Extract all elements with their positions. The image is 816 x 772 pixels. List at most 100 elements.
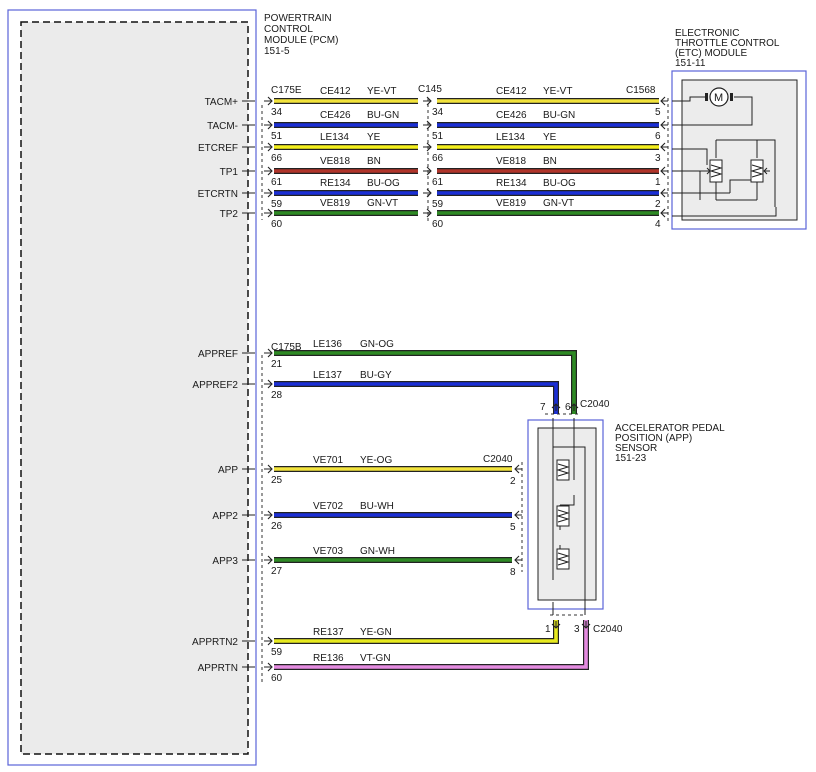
circuit-number-label: LE136 <box>313 339 342 350</box>
circuit-number-label: VE819 <box>320 198 350 209</box>
wire-color-label: GN-WH <box>360 546 395 557</box>
app-title-line-2: POSITION (APP) <box>615 433 692 444</box>
inline-connector-arrow <box>423 208 432 218</box>
etc-connector-arrow <box>660 142 668 152</box>
circuit-number-label: LE134 <box>320 132 349 143</box>
etc-pin-number: 2 <box>655 199 661 210</box>
etc-pin-number: 6 <box>655 131 661 142</box>
etc-module: ELECTRONIC THROTTLE CONTROL (ETC) MODULE… <box>667 28 807 230</box>
pcm-pin-number: 28 <box>271 390 283 401</box>
etc-connector-arrow <box>660 188 668 198</box>
app-pin-number: 5 <box>510 522 516 533</box>
pcm-title-line-4: 151-5 <box>264 46 290 57</box>
app-left-connector-label: C2040 <box>483 454 513 465</box>
wire-color-label: YE-VT <box>367 86 396 97</box>
pcm-pin-number: 59 <box>271 199 283 210</box>
app-connector-arrow <box>514 555 522 565</box>
pcm-title-line-2: CONTROL <box>264 24 313 35</box>
circuit-number-label: VE701 <box>313 455 343 466</box>
pcm-pin-number: 60 <box>271 673 283 684</box>
app-title-line-4: 151-23 <box>615 453 647 464</box>
circuit-number-label: LE134 <box>496 132 525 143</box>
pcm-pin-signal-label: TP2 <box>220 209 239 220</box>
pcm-connector-arrow <box>264 188 273 198</box>
circuit-number-label: RE134 <box>320 178 351 189</box>
app-connector-arrow <box>581 621 591 629</box>
pcm-top-connector-label: C175E <box>271 85 302 96</box>
inline-pin-number: 51 <box>432 131 444 142</box>
etc-connector-arrow <box>660 120 668 130</box>
pcm-pin-number: 61 <box>271 177 283 188</box>
circuit-number-label: CE426 <box>496 110 527 121</box>
wire-color-label: YE-GN <box>360 627 392 638</box>
wire-color-label: VT-GN <box>360 653 391 664</box>
inline-pin-number: 60 <box>432 219 444 230</box>
app-pin-number: 7 <box>540 402 546 413</box>
etc-pin-number: 5 <box>655 107 661 118</box>
circuit-number-label: VE818 <box>320 156 350 167</box>
circuit-number-label: VE703 <box>313 546 343 557</box>
inline-pin-number: 59 <box>432 199 444 210</box>
pcm-pin-number: 66 <box>271 153 283 164</box>
wire-color-label: BU-OG <box>543 178 576 189</box>
app-connector-arrow <box>569 403 579 411</box>
inline-pin-number: 66 <box>432 153 444 164</box>
pcm-pin-signal-label: APP3 <box>212 556 238 567</box>
etc-pin-number: 4 <box>655 219 661 230</box>
etc-connector-arrow <box>660 96 668 106</box>
inline-connector-arrow <box>423 166 432 176</box>
app-top-connector-label: C2040 <box>580 399 610 410</box>
inline-pin-number: 34 <box>432 107 444 118</box>
pcm-connector-arrow <box>264 166 273 176</box>
circuit-number-label: CE412 <box>496 86 527 97</box>
circuit-number-label: VE702 <box>313 501 343 512</box>
etc-title-line-4: 151-11 <box>675 58 706 69</box>
circuit-number-label: VE818 <box>496 156 526 167</box>
wire-color-label: GN-OG <box>360 339 394 350</box>
pcm-connector-arrow <box>264 636 273 646</box>
pcm-connector-arrow <box>264 379 273 389</box>
pcm-connector-arrow <box>264 208 273 218</box>
inline-connector-arrow <box>423 96 432 106</box>
wire-color-label: BU-OG <box>367 178 400 189</box>
inline-connector-c145: C145 <box>418 84 442 222</box>
app-pin-number: 2 <box>510 476 516 487</box>
wire-color-label: BU-GY <box>360 370 392 381</box>
app-pin-number: 1 <box>545 624 551 635</box>
circuit-number-label: VE819 <box>496 198 526 209</box>
wire-color-label: BN <box>543 156 557 167</box>
circuit-number-label: CE426 <box>320 110 351 121</box>
pcm-pin-signal-label: APP <box>218 465 238 476</box>
wire-segment-pcm-to-app <box>274 350 577 414</box>
wire-color-label: BU-GN <box>543 110 575 121</box>
app-pin-number: 3 <box>574 624 580 635</box>
pcm-connector-arrow <box>264 555 273 565</box>
app-bottom-connector-label: C2040 <box>593 624 623 635</box>
throttle-position-sensor-2-icon <box>750 159 770 183</box>
pcm-pin-number: 25 <box>271 475 283 486</box>
throttle-position-sensor-icon <box>704 159 723 183</box>
inline-connector-arrow <box>423 188 432 198</box>
motor-icon: M <box>705 87 733 107</box>
wire-segment-pcm-to-app <box>274 620 589 670</box>
pcm-connector-arrow <box>264 142 273 152</box>
wire-color-label: YE <box>367 132 381 143</box>
etc-connector-arrow <box>660 166 668 176</box>
pcm-pin-number: 26 <box>271 521 283 532</box>
pcm-pin-number: 34 <box>271 107 283 118</box>
pcm-title-line-3: MODULE (PCM) <box>264 35 338 46</box>
wire-color-label: YE <box>543 132 557 143</box>
app-sensor-element-3-icon <box>556 548 570 570</box>
pcm-pin-number: 59 <box>271 647 283 658</box>
pcm-connector-arrow <box>264 662 273 672</box>
